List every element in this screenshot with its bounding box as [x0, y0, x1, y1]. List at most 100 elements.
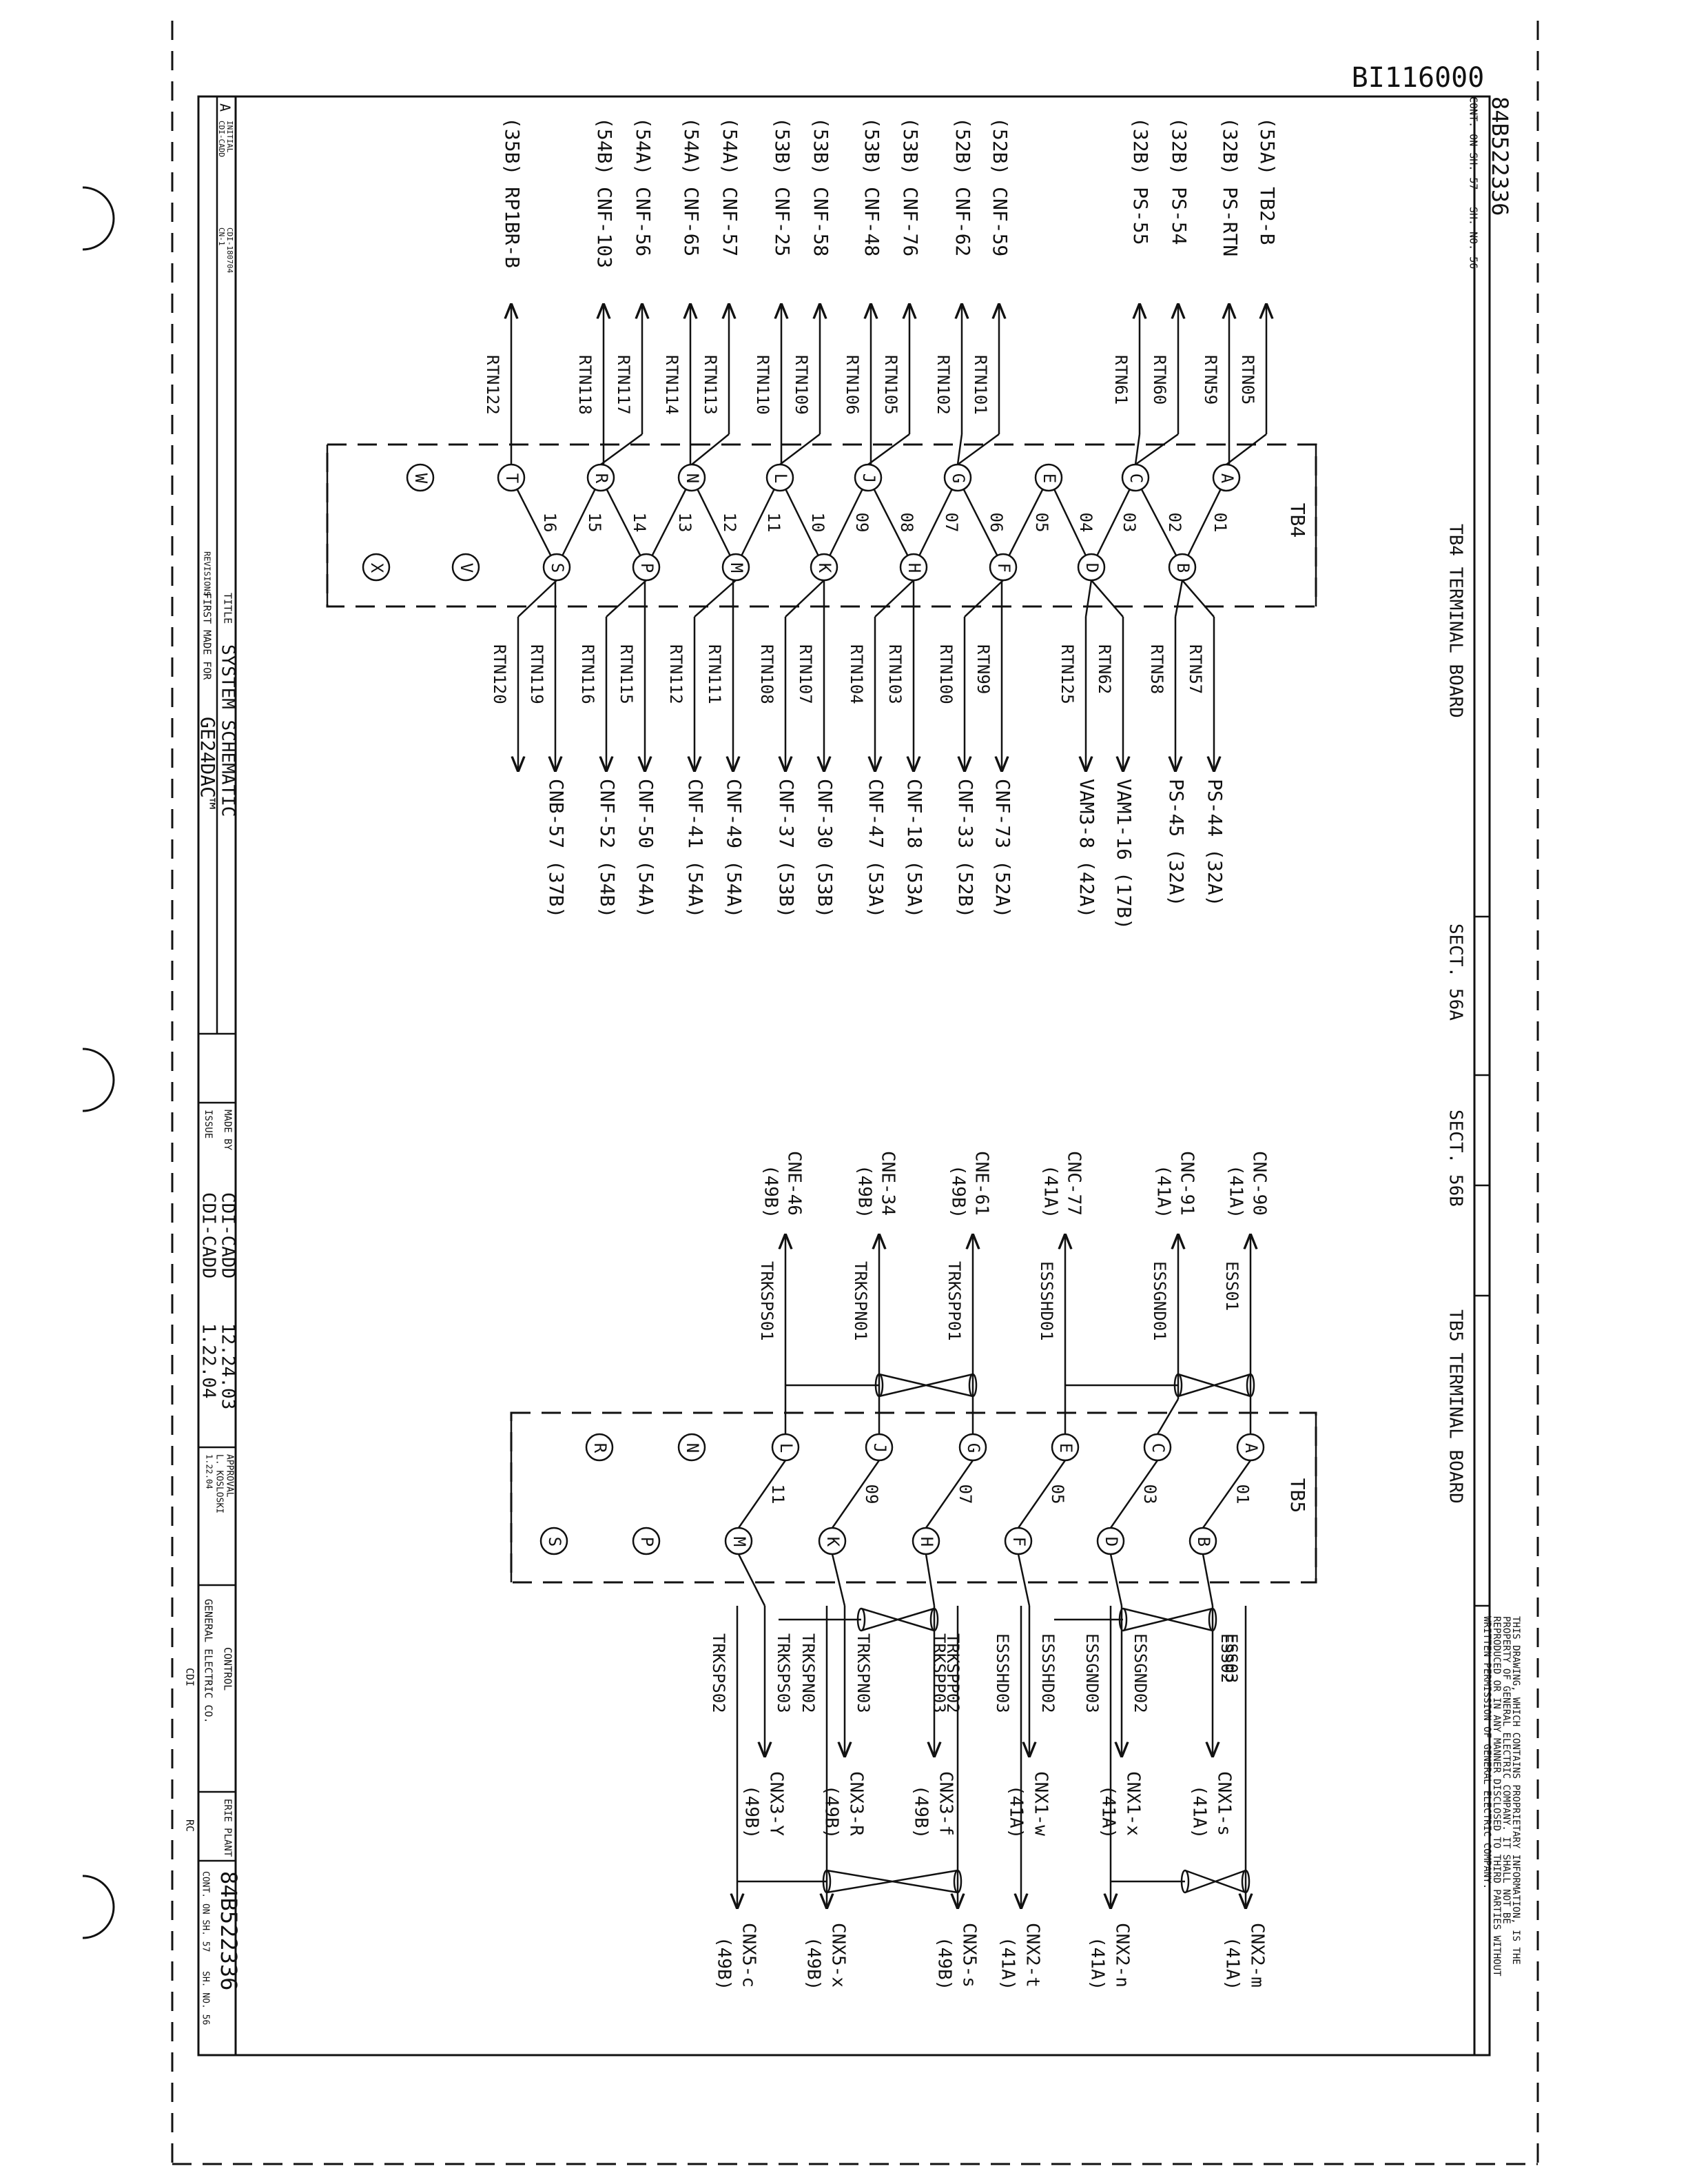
tb4-left-signal-12: RTN117	[614, 355, 633, 415]
tb4-right-signal-6: RTN103	[885, 644, 905, 704]
tb5-left-signal-4: TRKSPN01	[851, 1261, 870, 1341]
tb5-terminal-J-label: J	[870, 1443, 889, 1453]
tb5-left-dest-5: CNE-46	[784, 1151, 805, 1216]
tb4-terminal-W	[406, 463, 435, 492]
tb4-left-signal-5: RTN102	[934, 355, 953, 415]
tb4-label: TB4	[1286, 503, 1309, 538]
approval-label: APPROVAL	[225, 1454, 235, 1498]
tb4-link-14	[599, 477, 648, 568]
tb4-link-03	[1090, 477, 1137, 568]
tb4-right-dest-1: PS-45 (32A)	[1165, 779, 1188, 906]
tb5-left-signal-1: ESSGND01	[1150, 1261, 1169, 1341]
tb5-left-dest-3: CNE-61	[971, 1151, 992, 1216]
tb5-right-dest-1: CNX1-x	[1123, 1771, 1144, 1836]
first-made: GE24DAC™	[196, 717, 219, 810]
tb4-right-dest-2: VAM1-16 (17B)	[1113, 779, 1135, 930]
tb4-right-dest-5: CNF-33 (52B)	[954, 779, 977, 918]
tb5-terminal-P-label: P	[637, 1537, 657, 1547]
tb5-right-signal-1: ESSGND02	[1131, 1633, 1150, 1713]
tb5-left-dest-2: CNC-77	[1064, 1151, 1084, 1216]
binder-hole-3	[82, 1875, 115, 1939]
proprietary-notice-line-3: WRITTEN PERMISSION OF GENERAL ELECTRIC C…	[1481, 1616, 1492, 1889]
tb4-terminal-L-label: L	[771, 473, 790, 483]
tb5-board	[510, 1411, 1317, 1584]
tb5-left-dest-4: CNE-34	[878, 1151, 898, 1216]
issue-label: ISSUE	[203, 1110, 214, 1139]
tb4-left-dest-0: (55A) TB2-B	[1256, 117, 1279, 245]
proprietary-notice-line-0: THIS DRAWING, WHICH CONTAINS PROPRIETARY…	[1510, 1616, 1521, 1965]
binder-hole-2	[82, 1048, 115, 1112]
tb4-right-signal-11: RTN112	[666, 644, 686, 704]
tb5-right-sheet2-4: (49B)	[803, 1937, 824, 1990]
tb4-right-wire-15	[517, 580, 557, 618]
tb4-right-wire-5	[964, 580, 1004, 618]
tb4-link-number-13: 13	[675, 513, 694, 533]
tb5-link-01	[1202, 1460, 1252, 1529]
tb5-right-jog-1	[1109, 1553, 1123, 1606]
tb4-left-wire-6	[867, 433, 910, 466]
tb4-right-signal-0: RTN57	[1186, 644, 1205, 694]
tb5-right-dest2-1: CNX2-n	[1112, 1923, 1133, 1988]
revision-letter: A	[217, 103, 234, 112]
tb4-right-wire-13	[606, 580, 647, 618]
tb4-terminal-N-label: N	[683, 473, 702, 483]
tb5-terminal-S	[539, 1527, 568, 1555]
made-date: 12.24.03	[218, 1323, 238, 1409]
tb5-right-signal-3: TRKSPP02	[943, 1633, 963, 1713]
tb5-right-sheet2-5: (49B)	[714, 1937, 734, 1990]
tb5-link-09	[831, 1460, 881, 1529]
tb4-link-13	[645, 477, 693, 568]
tb4-left-dest-2: (32B) PS-54	[1168, 117, 1191, 245]
drawing-number-top: 84B522336	[1487, 96, 1513, 216]
control-label: CONTROL	[222, 1647, 234, 1691]
tb4-link-number-01: 01	[1211, 513, 1230, 533]
tb4-left-dest-10: (54A) CNF-57	[719, 117, 741, 256]
tb5-right-sheet2-0: (41A)	[1222, 1937, 1243, 1990]
tb5-right-twist-1-end-b	[1208, 1607, 1217, 1632]
tb4-link-number-15: 15	[585, 513, 604, 533]
tb4-right-wire-3	[1084, 580, 1093, 618]
issue: CDI-CADD	[198, 1192, 219, 1278]
tb4-right-dest-7: CNF-47 (53A)	[865, 779, 887, 918]
tb5-terminal-N	[677, 1433, 706, 1462]
tb4-right-signal-3: RTN125	[1058, 644, 1077, 704]
tb4-link-02	[1134, 477, 1184, 568]
tb4-link-number-03: 03	[1120, 513, 1139, 533]
tb5-right-signal-5: TRKSPS03	[774, 1633, 793, 1713]
tb4-left-wire-8	[779, 433, 821, 465]
tb4-terminal-V-label: V	[457, 563, 476, 573]
revision-date-2: CN-1	[217, 227, 226, 246]
tb5-right-sheet-0: (41A)	[1189, 1785, 1210, 1839]
tb5-right-twist-2-end-b	[929, 1607, 939, 1632]
tb4-right-wire-9	[785, 580, 825, 618]
tb4-left-wire-5	[956, 433, 963, 465]
tb5-right-sheet-1: (41A)	[1098, 1785, 1119, 1839]
tb4-left-wire-10	[691, 433, 730, 465]
tb5-right-dest-5: CNX3-Y	[766, 1771, 787, 1836]
tb4-terminal-T-label: T	[502, 473, 522, 483]
erie-plant: ERIE PLANT	[222, 1799, 233, 1857]
tb5-right-signal2-0: ESS02	[1217, 1633, 1237, 1683]
tb5-label: TB5	[1286, 1478, 1309, 1513]
tb5-right-signal2-5: TRKSPS02	[709, 1633, 728, 1713]
tb5-right-signal2-1: ESSGND03	[1082, 1633, 1102, 1713]
tb4-terminal-E	[1034, 463, 1063, 492]
tb4-link-number-08: 08	[897, 513, 916, 533]
tb5-right-jog-0	[1202, 1553, 1214, 1606]
made-by: CDI-CADD	[218, 1192, 238, 1278]
tb5-right-twist-4-end-b	[953, 1869, 963, 1894]
tb4-terminal-A-label: A	[1217, 473, 1237, 484]
tb4-right-signal-10: RTN111	[705, 644, 724, 704]
tb4-link-01	[1181, 477, 1228, 568]
tb5-right-twist-2	[861, 1607, 935, 1632]
tb4-link-16	[510, 477, 558, 568]
tb5-left-sheet-5: (49B)	[761, 1165, 781, 1218]
tb5-left-jog-1	[1156, 1398, 1180, 1435]
section-56a: SECT. 56A	[1445, 923, 1466, 1021]
company: GENERAL ELECTRIC CO.	[203, 1599, 215, 1724]
tb5-right-dest-0: CNX1-s	[1214, 1771, 1235, 1836]
tb4-left-dest-7: (53B) CNF-48	[861, 117, 883, 256]
tb5-terminal-A-label: A	[1242, 1443, 1261, 1453]
tb4-right-dest-12: CNF-50 (54A)	[635, 779, 657, 918]
